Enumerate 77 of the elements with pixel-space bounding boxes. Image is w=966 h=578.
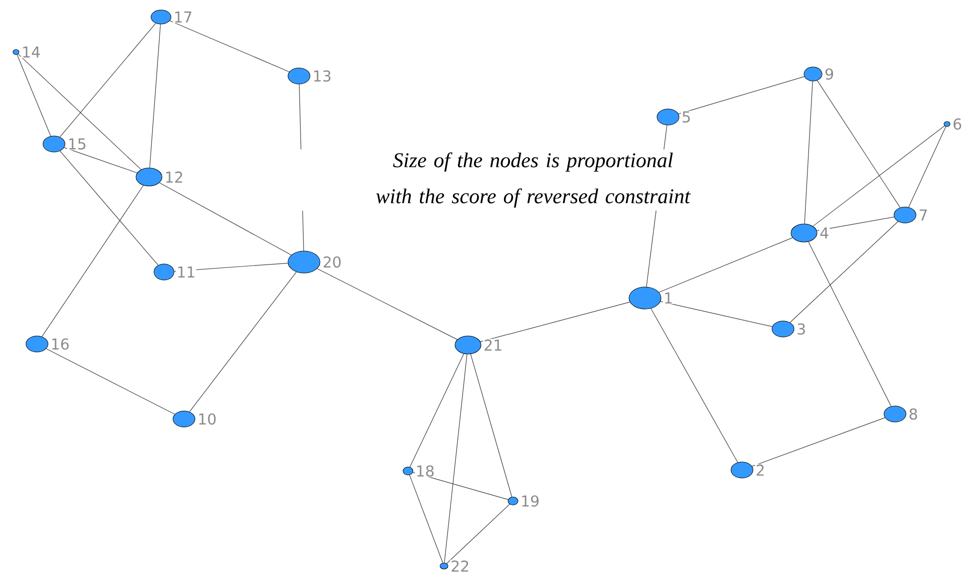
network-edge [174,262,288,272]
network-edge [790,221,898,323]
network-edge [16,54,52,136]
node-number: 18 [417,465,434,477]
network-edge [60,22,156,138]
network-edge [446,504,510,564]
node-number: 7 [920,210,927,220]
network-node [454,336,482,354]
network-node [894,206,916,224]
network-edge [808,241,892,407]
network-edge [46,348,176,415]
network-edge [650,308,738,463]
network-edge [149,24,161,168]
node-number: 4 [820,228,828,238]
network-edge [169,20,290,72]
caption-text: Size of the nodes is proportional with the score of reversed constraint [376,152,691,208]
network-edge [660,301,773,327]
node-number: 1 [665,292,672,304]
node-number: 12 [166,171,182,183]
node-number: 22 [452,560,468,572]
network-node [656,108,680,126]
network-edge [18,54,142,170]
network-edge [658,237,793,293]
network-edge [480,302,630,342]
network-edge [60,150,158,266]
network-edge [816,216,894,232]
node-number: 19 [522,495,539,507]
node-number: 21 [484,339,502,351]
network-edge [470,354,512,498]
network-node [790,224,818,242]
network-edge [64,147,138,174]
network-node [42,136,66,152]
node-number: 3 [798,323,805,335]
node-number: 13 [314,70,330,82]
node-number: 8 [910,408,918,420]
network-edge [42,185,144,337]
network-edge [159,182,292,256]
network-edge [189,272,297,412]
network-edge [812,126,945,226]
network-node [440,562,448,570]
node-number: 5 [682,111,690,123]
network-edge [678,76,805,114]
network-edge [908,126,946,208]
network-edge [412,472,508,500]
network-node [288,250,320,274]
network-node [26,336,48,352]
network-node [772,320,794,338]
node-number: 6 [954,118,962,130]
node-number: 15 [69,138,86,150]
network-node [172,410,196,428]
network-edge [410,353,464,468]
node-number: 17 [175,12,192,22]
node-number: 14 [23,46,40,58]
node-number: 20 [324,256,341,268]
network-edge [804,80,813,224]
node-number: 10 [199,413,216,425]
network-node [288,68,310,84]
node-number: 11 [178,266,194,278]
network-node [136,168,162,186]
network-node [804,66,822,82]
network-node [730,462,754,478]
network-edge [816,80,900,208]
network-node [402,466,414,476]
network-node [150,10,172,24]
network-edge [444,354,468,564]
node-number: 2 [756,464,764,476]
node-number: 16 [52,338,69,350]
network-node [628,286,662,310]
network-node [12,49,20,55]
network-node [884,406,906,422]
network-edge [316,268,458,340]
network-node [154,264,174,280]
network-node [508,496,518,506]
node-number: 9 [826,68,834,80]
network-edge [752,417,886,467]
network-edge [409,474,444,564]
network-node [944,121,950,127]
